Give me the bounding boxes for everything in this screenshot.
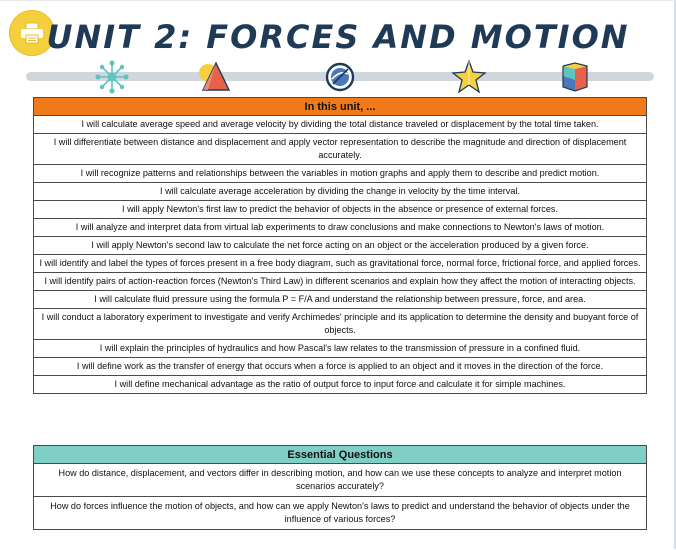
objective-row: I will identify pairs of action-reaction… bbox=[33, 272, 647, 291]
question-row: How do forces influence the motion of ob… bbox=[33, 496, 647, 530]
objective-row: I will calculate average acceleration by… bbox=[33, 182, 647, 201]
cube-icon bbox=[562, 62, 588, 92]
objective-row: I will define mechanical advantage as th… bbox=[33, 375, 647, 394]
unit-objectives-table: In this unit, ... I will calculate avera… bbox=[33, 97, 647, 394]
question-row: How do distance, displacement, and vecto… bbox=[33, 463, 647, 497]
objective-row: I will analyze and interpret data from v… bbox=[33, 218, 647, 237]
print-button[interactable] bbox=[9, 10, 55, 56]
molecule-icon bbox=[95, 60, 129, 94]
objective-row: I will identify and label the types of f… bbox=[33, 254, 647, 273]
objective-row: I will recognize patterns and relationsh… bbox=[33, 164, 647, 183]
printer-icon bbox=[21, 22, 43, 44]
shapes-icon bbox=[199, 61, 231, 91]
objective-row: I will calculate fluid pressure using th… bbox=[33, 290, 647, 309]
objective-row: I will explain the principles of hydraul… bbox=[33, 339, 647, 358]
objective-row: I will conduct a laboratory experiment t… bbox=[33, 308, 647, 340]
page-title: UNIT 2: FORCES AND MOTION bbox=[46, 18, 630, 56]
objective-row: I will calculate average speed and avera… bbox=[33, 115, 647, 134]
unit-table-header: In this unit, ... bbox=[33, 97, 647, 116]
objective-row: I will apply Newton's first law to predi… bbox=[33, 200, 647, 219]
essential-questions-table: Essential Questions How do distance, dis… bbox=[33, 445, 647, 530]
questions-table-header: Essential Questions bbox=[33, 445, 647, 464]
objective-row: I will apply Newton's second law to calc… bbox=[33, 236, 647, 255]
objective-row: I will define work as the transfer of en… bbox=[33, 357, 647, 376]
star-icon bbox=[451, 60, 487, 94]
globe-icon bbox=[325, 62, 355, 92]
objective-row: I will differentiate between distance an… bbox=[33, 133, 647, 165]
